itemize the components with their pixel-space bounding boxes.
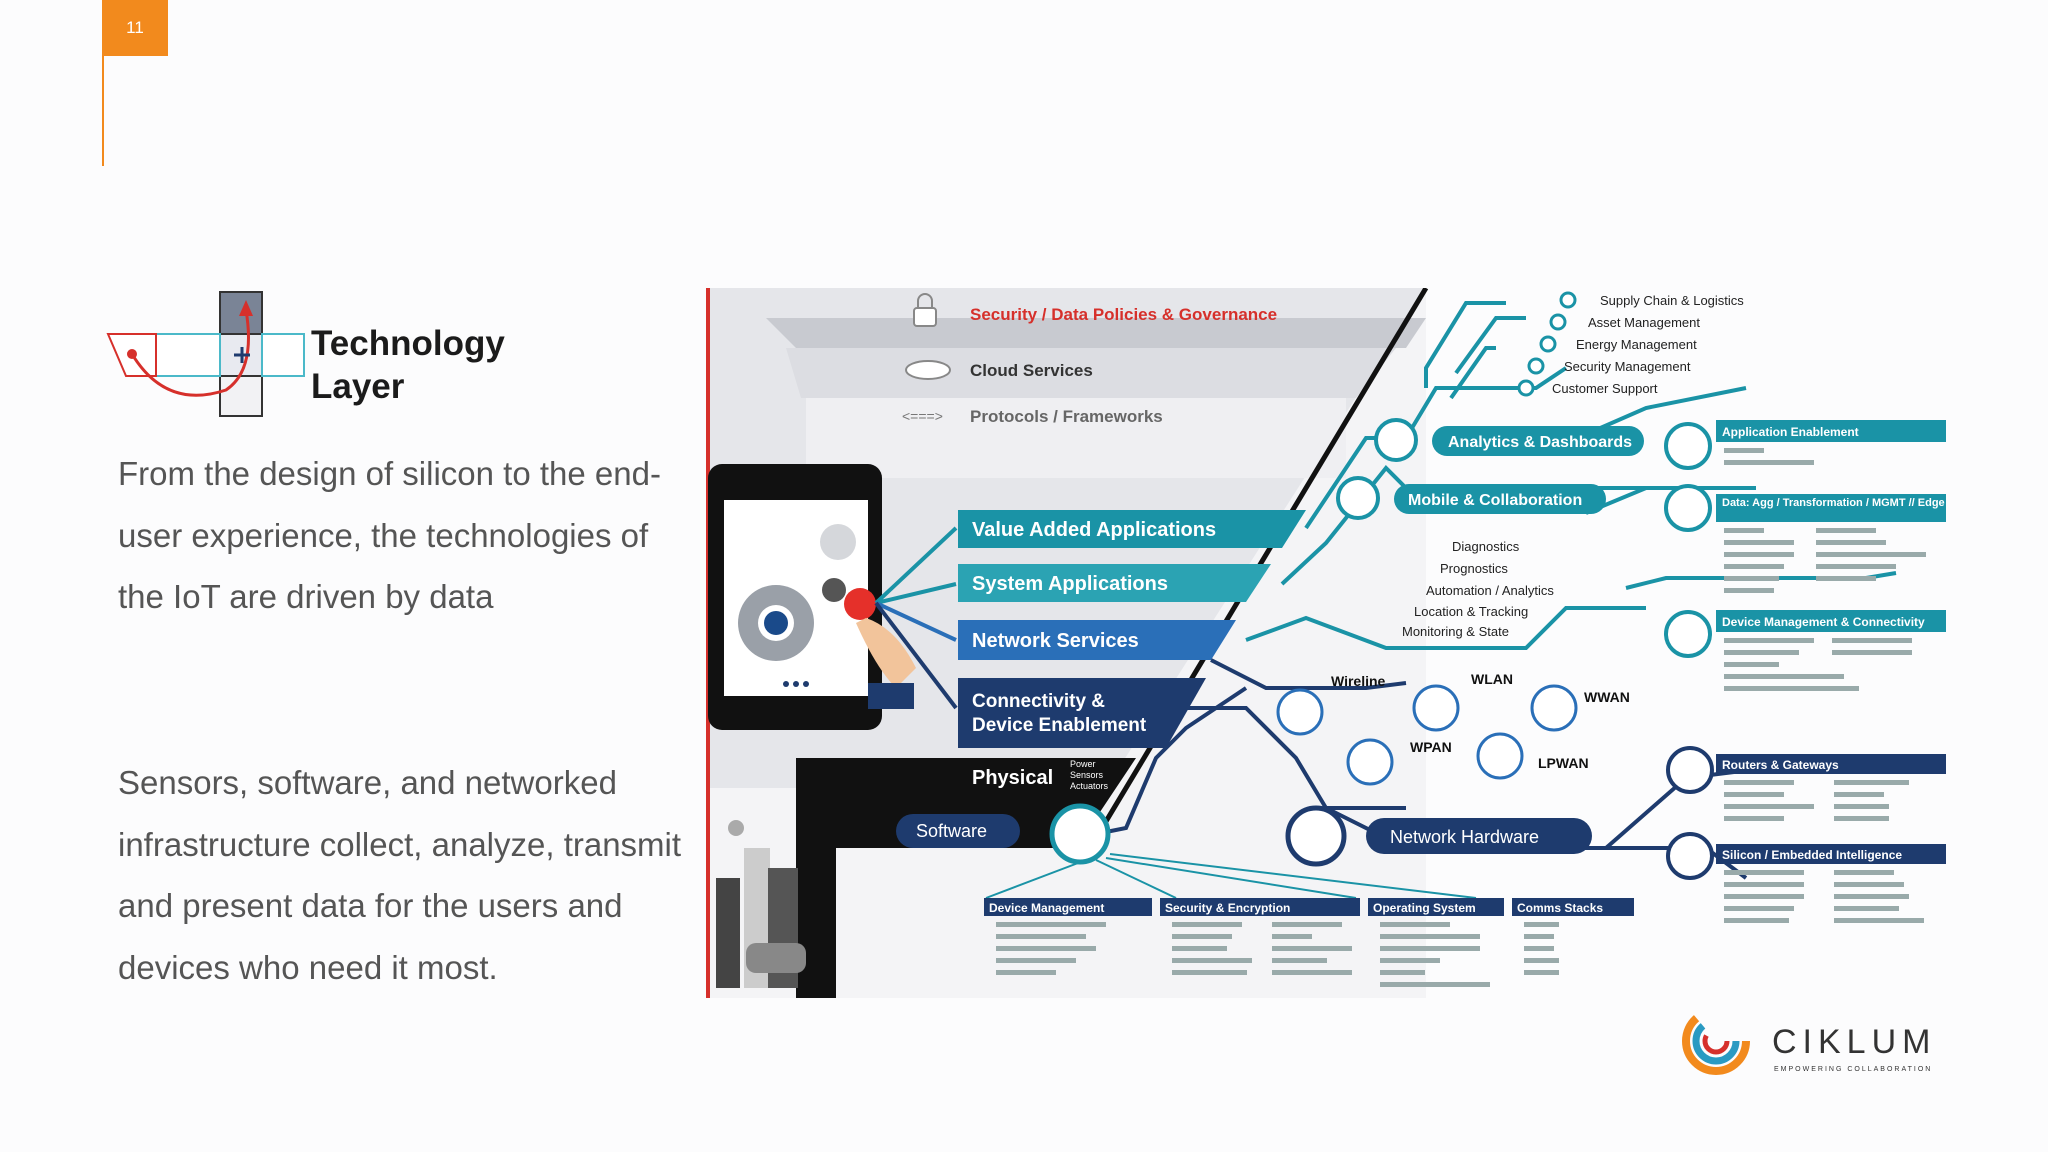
- top-item: Customer Support: [1552, 381, 1658, 396]
- ciklum-tagline: EMPOWERING COLLABORATION: [1774, 1066, 1932, 1073]
- mobile-collaboration-pill: Mobile & Collaboration: [1408, 492, 1582, 509]
- body-paragraph-1: From the design of silicon to the end-us…: [118, 455, 661, 615]
- top-item: Supply Chain & Logistics: [1600, 293, 1744, 308]
- network-services-band: Network Services: [972, 630, 1139, 652]
- pointing-hand-icon: [856, 618, 916, 688]
- wpan-label: WPAN: [1410, 739, 1452, 755]
- lock-icon: [913, 293, 937, 327]
- mobile-icon: [1336, 476, 1380, 520]
- security-encryption-box: Security & Encryption: [1165, 901, 1290, 915]
- top-item: Asset Management: [1588, 315, 1700, 330]
- code-brackets-icon: <===>: [902, 408, 943, 424]
- physical-label: Physical: [972, 767, 1053, 789]
- analytics-dashboards-pill: Analytics & Dashboards: [1448, 434, 1632, 451]
- physical-item: Actuators: [1070, 781, 1109, 791]
- connectivity-band-line2: Device Enablement: [972, 715, 1147, 736]
- software-cursor-icon: [1049, 803, 1111, 865]
- ciklum-logo: CIKLUM EMPOWERING COLLABORATION: [1680, 1005, 1950, 1085]
- ciklum-wordmark: CIKLUM: [1772, 1023, 1936, 1061]
- comms-stacks-box: Comms Stacks: [1517, 901, 1603, 915]
- slide-number-badge: 11: [102, 0, 168, 56]
- wwan-label: WWAN: [1584, 689, 1630, 705]
- data-processing-icon: [1664, 484, 1712, 532]
- router-icon: [1666, 746, 1714, 794]
- wireline-icon: [1276, 688, 1324, 736]
- protocols-label: Protocols / Frameworks: [970, 407, 1163, 426]
- top-item: Security Management: [1564, 359, 1691, 374]
- device-management-connectivity-box: Device Management & Connectivity: [1722, 615, 1925, 629]
- connectivity-band-line1: Connectivity &: [972, 691, 1105, 712]
- device-management-box: Device Management: [989, 901, 1104, 915]
- lpwan-icon: [1476, 732, 1524, 780]
- dashboard-icon: [1374, 418, 1418, 462]
- chip-icon: [1666, 832, 1714, 880]
- operating-system-box: Operating System: [1373, 901, 1476, 915]
- data-agg-box: Data: Agg / Transformation / MGMT // Edg…: [1722, 497, 1946, 509]
- mid-item: Prognostics: [1440, 561, 1508, 576]
- physical-item: Power: [1070, 759, 1096, 769]
- device-connectivity-icon: [1664, 610, 1712, 658]
- cloud-icon: [905, 360, 951, 380]
- network-hardware-icon: [1285, 805, 1347, 867]
- silicon-embedded-box: Silicon / Embedded Intelligence: [1722, 848, 1902, 862]
- network-hardware-pill: Network Hardware: [1390, 827, 1539, 847]
- top-item: Energy Management: [1576, 337, 1697, 352]
- body-paragraph-2: Sensors, software, and networked infrast…: [118, 764, 682, 986]
- mid-item: Location & Tracking: [1414, 604, 1528, 619]
- technology-layer-logo: Technology Layer: [106, 290, 536, 420]
- physical-item: Sensors: [1070, 770, 1104, 780]
- logo-title: Technology Layer: [311, 324, 505, 406]
- wlan-label: WLAN: [1471, 671, 1513, 687]
- value-added-applications-band: Value Added Applications: [972, 519, 1216, 541]
- lpwan-label: LPWAN: [1538, 755, 1589, 771]
- wpan-icon: [1346, 738, 1394, 786]
- app-enablement-icon: [1664, 422, 1712, 470]
- system-applications-band: System Applications: [972, 573, 1168, 595]
- software-pill: Software: [916, 821, 987, 841]
- wireline-label: Wireline: [1331, 673, 1386, 689]
- ciklum-emblem-icon: CIKLUM EMPOWERING COLLABORATION: [1682, 1007, 1936, 1075]
- puzzle-cross-icon: [106, 291, 305, 417]
- wwan-icon: [1530, 684, 1578, 732]
- application-enablement-box: Application Enablement: [1722, 425, 1859, 439]
- wlan-icon: [1412, 684, 1460, 732]
- mid-item: Automation / Analytics: [1426, 583, 1554, 598]
- security-label: Security / Data Policies & Governance: [970, 305, 1277, 324]
- cloud-services-label: Cloud Services: [970, 361, 1093, 380]
- mid-item: Monitoring & State: [1402, 624, 1509, 639]
- accent-line: [102, 56, 104, 166]
- mid-item: Diagnostics: [1452, 539, 1520, 554]
- routers-gateways-box: Routers & Gateways: [1722, 758, 1839, 772]
- iot-technology-diagram: Security / Data Policies & Governance Cl…: [706, 286, 2007, 998]
